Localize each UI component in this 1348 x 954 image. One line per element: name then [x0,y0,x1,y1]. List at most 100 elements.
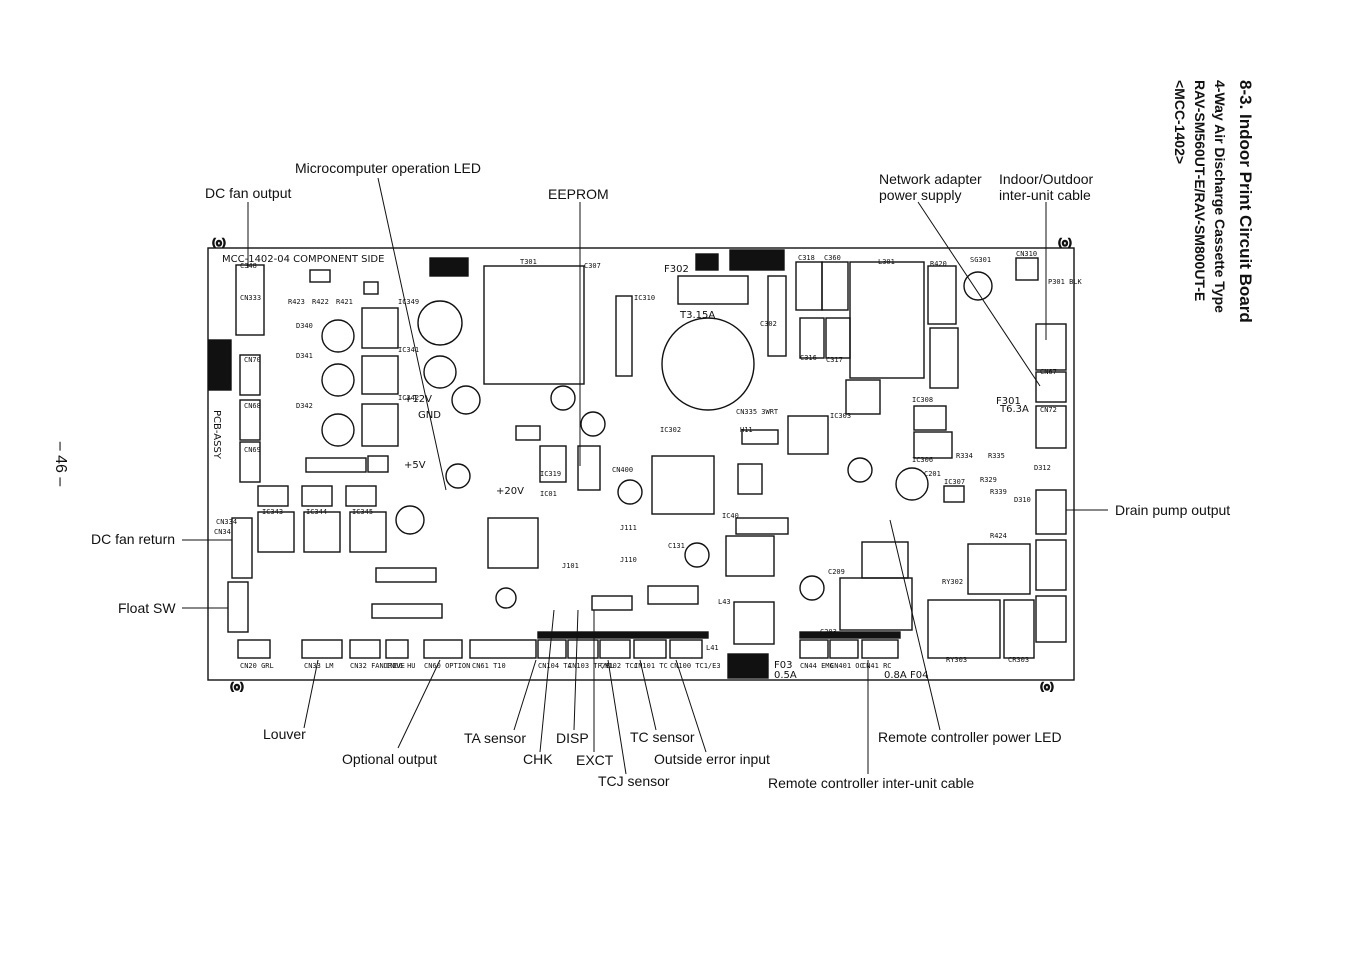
capacitor-c302 [661,317,755,411]
component-label: CN334 [216,518,237,526]
fuse-holder-f302 [677,275,749,305]
ic-ic349 [361,307,399,349]
capacitor [617,479,643,505]
fuse-f301-label: F301 [996,396,1021,407]
ic-ic341 [361,355,399,395]
component-label: J111 [620,524,637,532]
connector-label: CN101 TC [634,662,668,670]
component-label: C318 [798,254,815,262]
connector-cn41 [861,639,899,659]
component-label: IC310 [634,294,655,302]
mount-mark: (o) [1040,682,1054,693]
microcomputer [651,455,715,515]
connector [305,457,367,473]
capacitor [895,467,929,501]
callout-network-adapter: Network adapter power supply [879,171,982,203]
callout-remote-power-led: Remote controller power LED [878,729,1062,745]
component-label: R334 [956,452,973,460]
connector-label: CN61 T10 [472,662,506,670]
bus-bar [799,631,901,639]
component-label: R423 [288,298,305,306]
mount-mark: (o) [212,238,226,249]
component-label: IC307 [944,478,965,486]
block-dark [695,253,719,271]
ic-block [487,517,539,569]
leader-remote-power-led [889,519,941,731]
component [647,585,699,605]
connector-cn101 [633,639,667,659]
callout-louver: Louver [263,726,306,742]
connector-label: CN401 OC [830,662,864,670]
capacitor [550,385,576,411]
component-label: CN72 [1040,406,1057,414]
fuse-f302-rating: T3.15A [679,310,715,321]
component-label: C316 [800,354,817,362]
capacitor [423,355,457,389]
transformer-t301 [483,265,585,385]
connector-cn67 [1035,371,1067,403]
relay-ry302 [967,543,1031,595]
connector-heater [1035,595,1067,643]
capacitor [445,463,471,489]
component-label: R339 [990,488,1007,496]
component-label: IC308 [912,396,933,404]
mount-mark: (o) [1058,238,1072,249]
ic-ic343 [257,511,295,553]
connector-drain-pump [1035,489,1067,535]
ic-ic310 [615,295,633,377]
relay-ry303 [927,599,1001,659]
connector-label: CN102 TCJ [600,662,638,670]
connector-cn81 [375,567,437,583]
component-label: IC302 [660,426,681,434]
component-cr303 [1003,599,1035,659]
fuse-f04-label: F04 [910,670,928,681]
component-label: D341 [296,352,313,360]
connector-label: CN32 FANDRIVE [350,662,405,670]
fuse-f302-label: F302 [664,264,689,275]
connector-cn61 [469,639,537,659]
component-label: H11 [740,426,753,434]
callout-indoor-outdoor: Indoor/Outdoor inter-unit cable [999,171,1094,203]
component-label: D312 [1034,464,1051,472]
component [363,281,379,295]
callout-exct: EXCT [576,752,614,768]
component-label: IC341 [398,346,419,354]
callout-eeprom: EEPROM [548,186,609,202]
component-label: CN310 [1016,250,1037,258]
capacitor [321,319,355,353]
component [309,269,331,283]
ic-ic307 [943,485,965,503]
callout-disp: DISP [556,730,589,746]
capacitor [451,385,481,415]
capacitor [321,413,355,447]
component-label: J101 [562,562,579,570]
capacitor [799,575,825,601]
connector-label: CN104 TA [538,662,573,670]
block-dark [729,249,785,271]
component-label: CN67 [1040,368,1057,376]
ic-ic345 [349,511,387,553]
component [515,425,541,441]
component-label: RY302 [942,578,963,586]
component-label: IC343 [262,508,283,516]
callout-micro-led: Microcomputer operation LED [295,160,481,176]
v12-label: +12V [404,394,432,405]
callout-drain-pump: Drain pump output [1115,502,1231,518]
leader-disp [573,609,579,731]
surge-absorber-sg301 [963,271,993,301]
connector-label: CN66 HU [386,662,416,670]
connector-label: CN44 EMG [800,662,834,670]
component [257,485,289,507]
component-label: D342 [296,402,313,410]
ic-ic303 [787,415,829,455]
ic-ic308 [913,405,947,431]
component-label: R424 [990,532,1007,540]
connector-cn60 [423,639,463,659]
component-label: C307 [584,262,601,270]
connector-label: CN103 TF/BL [568,662,614,670]
capacitor [495,587,517,609]
leader-micro-led [377,177,447,491]
component-label: C131 [668,542,685,550]
callout-float-sw: Float SW [118,600,176,616]
connector-cn66 [385,639,409,659]
